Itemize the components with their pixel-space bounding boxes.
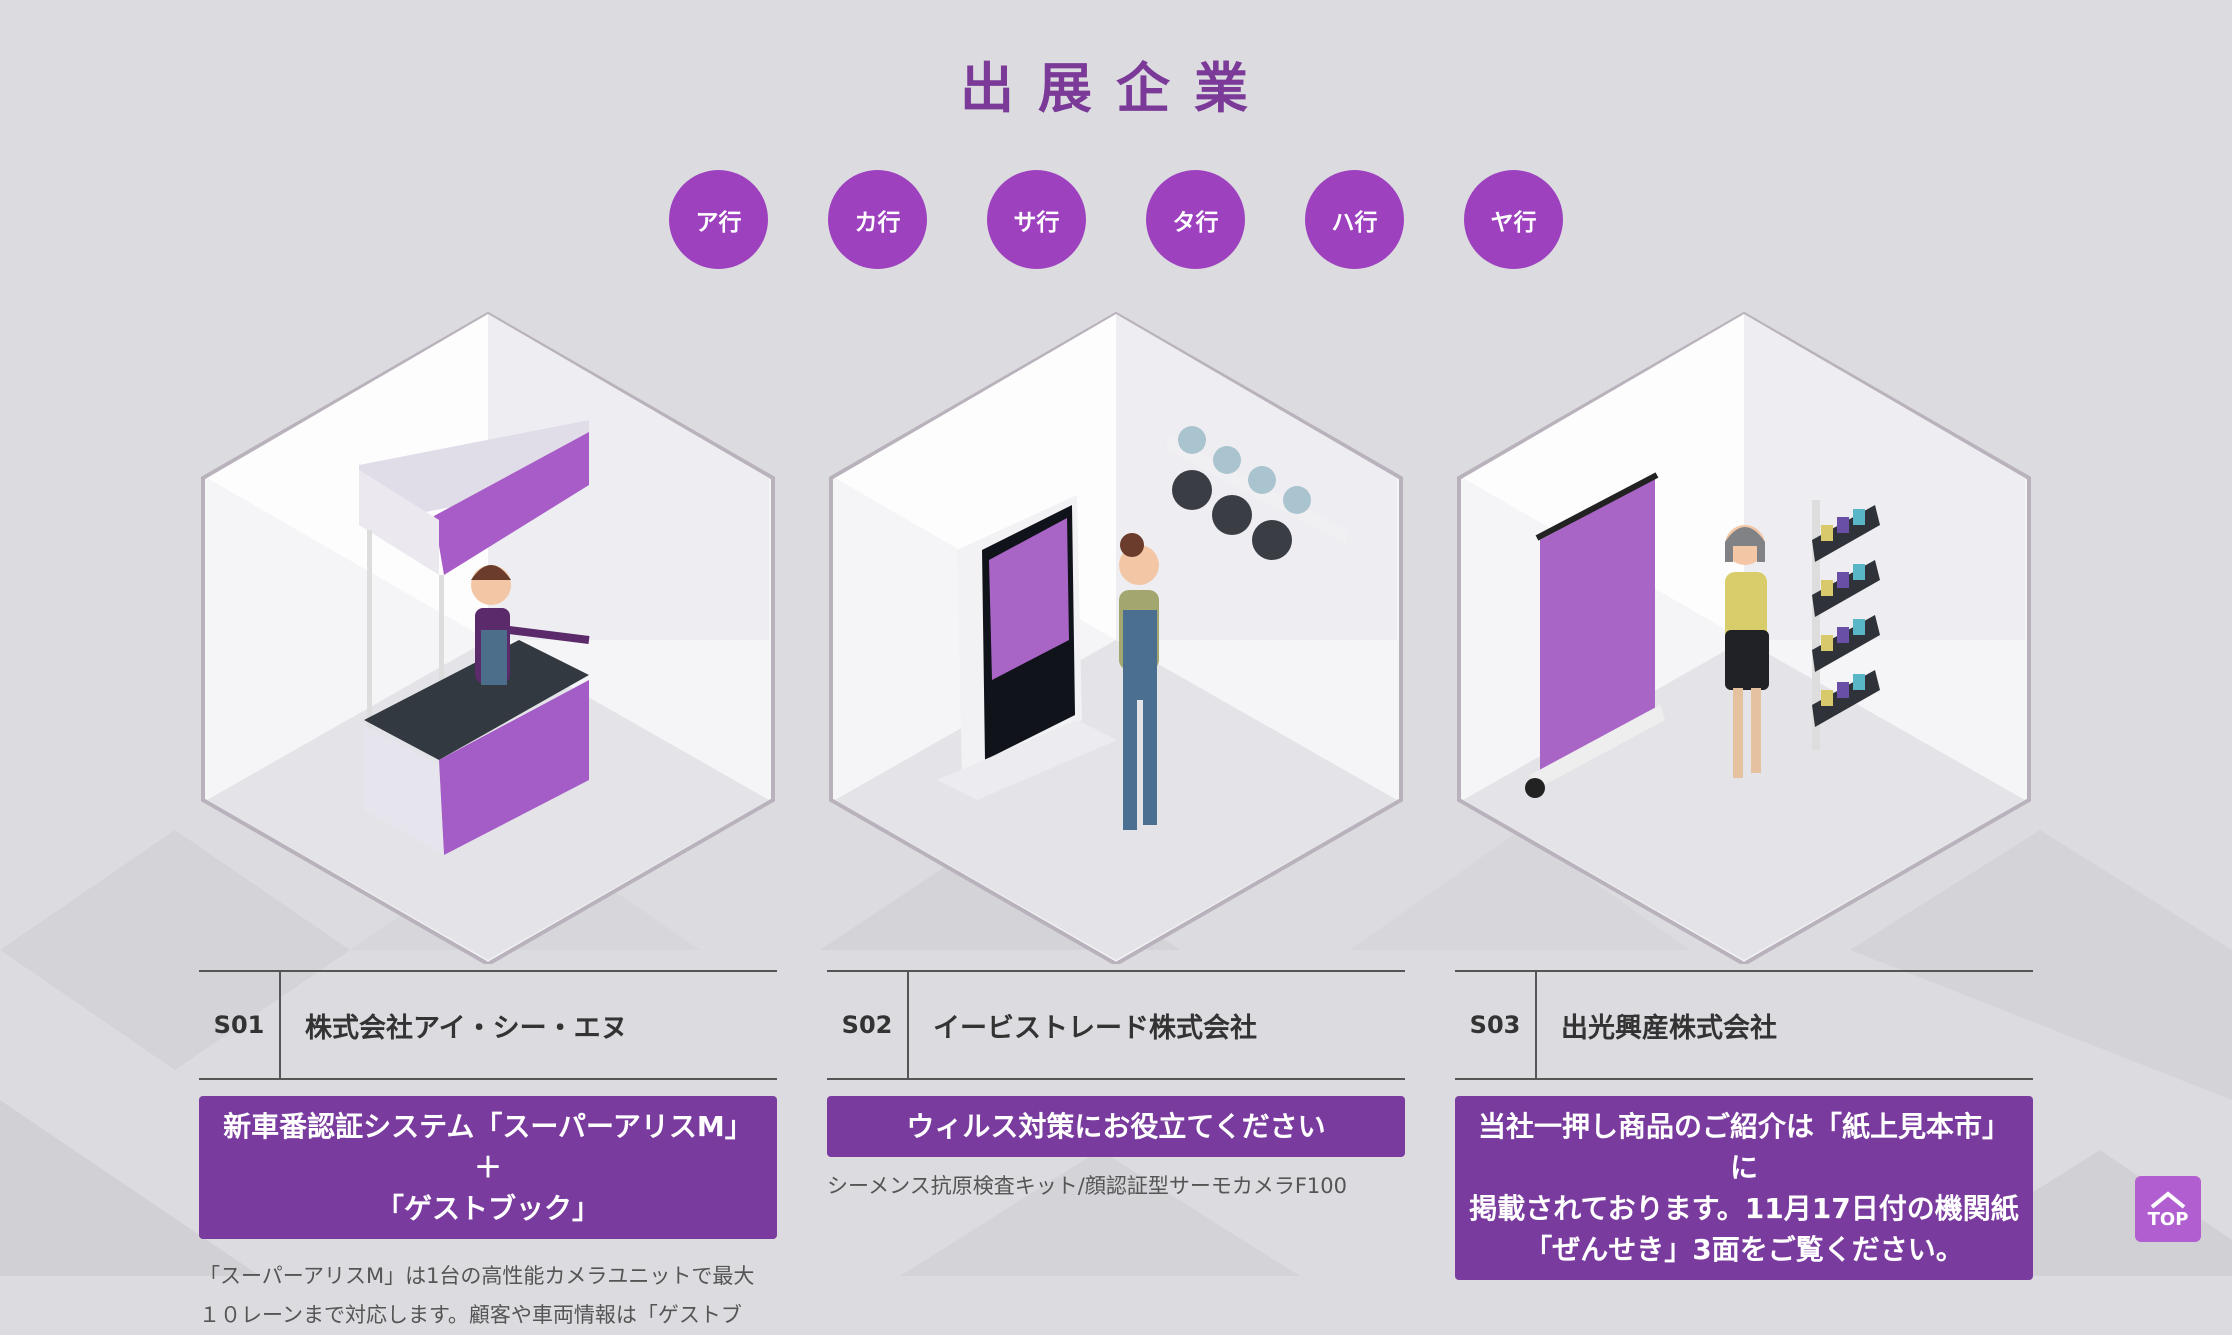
exhibitor-card-s01[interactable]: S01 株式会社アイ・シー・エヌ 新車番認証システム「スーパーアリスM」＋ 「ゲ…: [199, 310, 777, 1335]
headline-line: 「ぜんせき」3面をご覧ください。: [1524, 1233, 1964, 1266]
kana-tab-ya[interactable]: ヤ行: [1464, 170, 1563, 269]
exhibit-headline[interactable]: 当社一押し商品のご紹介は「紙上見本市」に 掲載されております。11月17日付の機…: [1455, 1096, 2033, 1280]
booth-illustration-counter: [201, 311, 775, 964]
company-name[interactable]: 株式会社アイ・シー・エヌ: [305, 1012, 628, 1044]
kana-tab-ha[interactable]: ハ行: [1305, 170, 1404, 269]
headline-line: 「ゲストブック」: [375, 1192, 600, 1225]
exhibit-headline[interactable]: 新車番認証システム「スーパーアリスM」＋ 「ゲストブック」: [199, 1096, 777, 1239]
exhibit-description: 「スーパーアリスM」は1台の高性能カメラユニットで最大 １０レーンまで対応します…: [199, 1257, 777, 1335]
kana-tab-ka[interactable]: カ行: [828, 170, 927, 269]
headline-line: 新車番認証システム「スーパーアリスM」＋: [223, 1110, 753, 1184]
booth-number: S03: [1455, 972, 1537, 1078]
booth-number: S01: [199, 972, 281, 1078]
kana-tab-ta[interactable]: タ行: [1146, 170, 1245, 269]
back-to-top-label: TOP: [2147, 1209, 2189, 1230]
company-name[interactable]: 出光興産株式会社: [1561, 1012, 1777, 1044]
back-to-top-button[interactable]: TOP: [2135, 1176, 2201, 1242]
headline-line: ウィルス対策にお役立てください: [906, 1110, 1326, 1143]
headline-line: 当社一押し商品のご紹介は「紙上見本市」に: [1477, 1110, 2010, 1184]
exhibitor-card-s03[interactable]: S03 出光興産株式会社 当社一押し商品のご紹介は「紙上見本市」に 掲載されてお…: [1455, 310, 2033, 1280]
booth-info-row: S01 株式会社アイ・シー・エヌ: [199, 970, 777, 1080]
exhibitor-card-s02[interactable]: S02 イービストレード株式会社 ウィルス対策にお役立てください シーメンス抗原…: [827, 310, 1405, 1206]
kana-tab-a[interactable]: ア行: [669, 170, 768, 269]
description-line: シーメンス抗原検査キット/顔認証型サーモカメラF100: [827, 1174, 1347, 1198]
exhibit-description: シーメンス抗原検査キット/顔認証型サーモカメラF100: [827, 1167, 1405, 1206]
booth-info-row: S02 イービストレード株式会社: [827, 970, 1405, 1080]
description-line: 「スーパーアリスM」は1台の高性能カメラユニットで最大: [199, 1264, 755, 1288]
company-name[interactable]: イービストレード株式会社: [933, 1012, 1257, 1044]
page-title: 出展企業: [960, 57, 1272, 120]
chevron-up-icon: [2150, 1191, 2186, 1209]
booth-illustration-display: [829, 311, 1403, 964]
kana-tab-sa[interactable]: サ行: [987, 170, 1086, 269]
description-line: １０レーンまで対応します。顧客や車両情報は「ゲストブ: [199, 1303, 742, 1327]
headline-line: 掲載されております。11月17日付の機関紙: [1469, 1192, 2019, 1225]
exhibit-headline[interactable]: ウィルス対策にお役立てください: [827, 1096, 1405, 1157]
booth-number: S02: [827, 972, 909, 1078]
booth-illustration-banner: [1457, 311, 2031, 964]
kana-index-nav: ア行 カ行 サ行 タ行 ハ行 ヤ行: [0, 170, 2232, 269]
booth-info-row: S03 出光興産株式会社: [1455, 970, 2033, 1080]
